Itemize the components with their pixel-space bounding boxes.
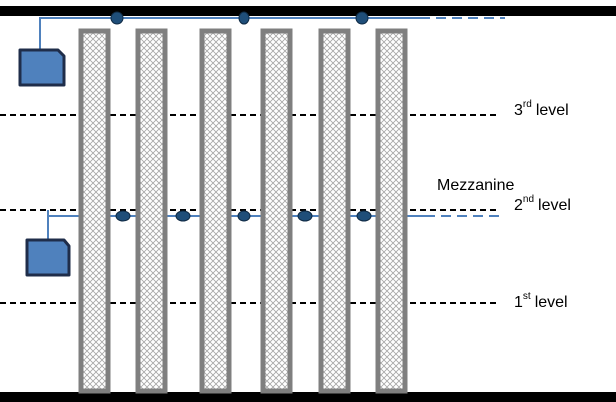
column-1	[78, 28, 111, 394]
level-lines	[0, 114, 496, 304]
sensor-box-icon	[25, 238, 71, 277]
cable-junction-icon	[238, 11, 250, 25]
column-3	[199, 28, 232, 394]
cable-junction-icon	[115, 210, 131, 222]
column-4	[260, 28, 293, 394]
sensor-box-icon	[18, 48, 66, 87]
column-2	[135, 28, 168, 394]
cable-junction-icon	[237, 210, 251, 222]
mezzanine-cable-nodes	[115, 210, 372, 222]
bottom-frame-bar	[0, 392, 616, 402]
mezzanine-label: Mezzanine	[437, 177, 514, 194]
cable-junction-icon	[356, 210, 372, 222]
column-5	[318, 28, 351, 394]
column-6	[375, 28, 408, 394]
top-cable	[39, 17, 505, 52]
top-frame-bar	[0, 6, 616, 16]
cable-junction-icon	[297, 210, 313, 222]
cable-junction-icon	[110, 11, 124, 25]
cable-junction-icon	[175, 210, 191, 222]
columns	[78, 28, 408, 394]
cable-junction-icon	[355, 11, 369, 25]
top-cable-nodes	[110, 11, 369, 25]
